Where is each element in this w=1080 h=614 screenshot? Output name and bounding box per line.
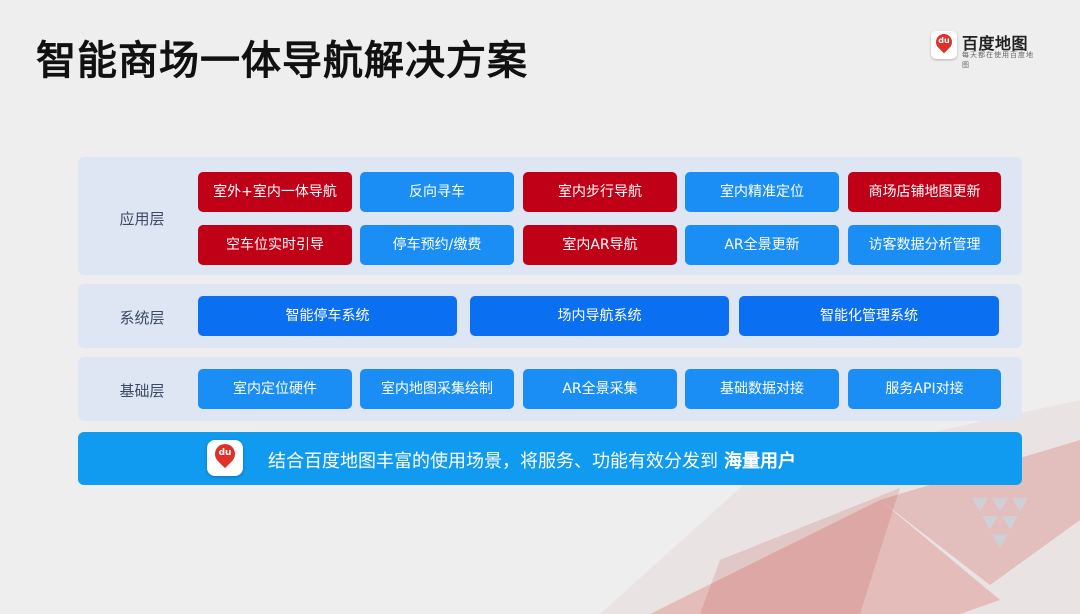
feature-indoor-ar-navigation: 室内AR导航 (523, 225, 677, 265)
system-layer: 系统层 智能停车系统 场内导航系统 智能化管理系统 (78, 284, 1022, 348)
system-smart-parking: 智能停车系统 (198, 296, 457, 336)
feature-parking-reservation-payment: 停车预约/缴费 (360, 225, 514, 265)
banner-text: 结合百度地图丰富的使用场景，将服务、功能有效分发到海量用户 (268, 447, 796, 473)
feature-outdoor-indoor-navigation: 室外+室内一体导航 (198, 172, 352, 212)
application-layer: 应用层 室外+室内一体导航 反向寻车 室内步行导航 室内精准定位 商场店铺地图更… (78, 157, 1022, 275)
feature-indoor-walking-navigation: 室内步行导航 (523, 172, 677, 212)
feature-ar-panorama-update: AR全景更新 (685, 225, 839, 265)
base-indoor-positioning-hardware: 室内定位硬件 (198, 369, 352, 409)
baidu-map-app-icon: du (207, 439, 243, 476)
feature-reverse-car-finding: 反向寻车 (360, 172, 514, 212)
feature-store-map-update: 商场店铺地图更新 (848, 172, 1001, 212)
banner-message: 结合百度地图丰富的使用场景，将服务、功能有效分发到 (268, 451, 718, 472)
feature-parking-space-guidance: 空车位实时引导 (198, 225, 352, 265)
distribution-banner: du 结合百度地图丰富的使用场景，将服务、功能有效分发到海量用户 (78, 432, 1022, 485)
system-smart-management: 智能化管理系统 (739, 296, 999, 336)
layer-label-system: 系统层 (119, 309, 165, 327)
layer-label-application: 应用层 (119, 210, 165, 228)
layer-label-base: 基础层 (119, 382, 165, 400)
feature-visitor-data-analysis: 访客数据分析管理 (848, 225, 1001, 265)
slide-title: 智能商场一体导航解决方案 (36, 38, 528, 84)
feature-indoor-precise-positioning: 室内精准定位 (685, 172, 839, 212)
logo-slogan: 每天都在使用百度地图 (962, 51, 1034, 69)
logo-badge-text: du (938, 36, 950, 45)
base-ar-panorama-collection: AR全景采集 (523, 369, 677, 409)
baidu-map-logo: du 百度地图 每天都在使用百度地图 (931, 30, 1041, 69)
system-venue-navigation: 场内导航系统 (470, 296, 729, 336)
banner-icon-badge: du (218, 448, 232, 458)
baidu-map-pin-icon: du (931, 30, 957, 59)
base-data-integration: 基础数据对接 (685, 369, 839, 409)
base-service-api-integration: 服务API对接 (848, 369, 1001, 409)
base-layer: 基础层 室内定位硬件 室内地图采集绘制 AR全景采集 基础数据对接 服务API对… (78, 357, 1022, 421)
banner-highlight: 海量用户 (724, 451, 796, 472)
logo-name: 百度地图 (962, 34, 1029, 53)
base-indoor-map-collection: 室内地图采集绘制 (360, 369, 514, 409)
